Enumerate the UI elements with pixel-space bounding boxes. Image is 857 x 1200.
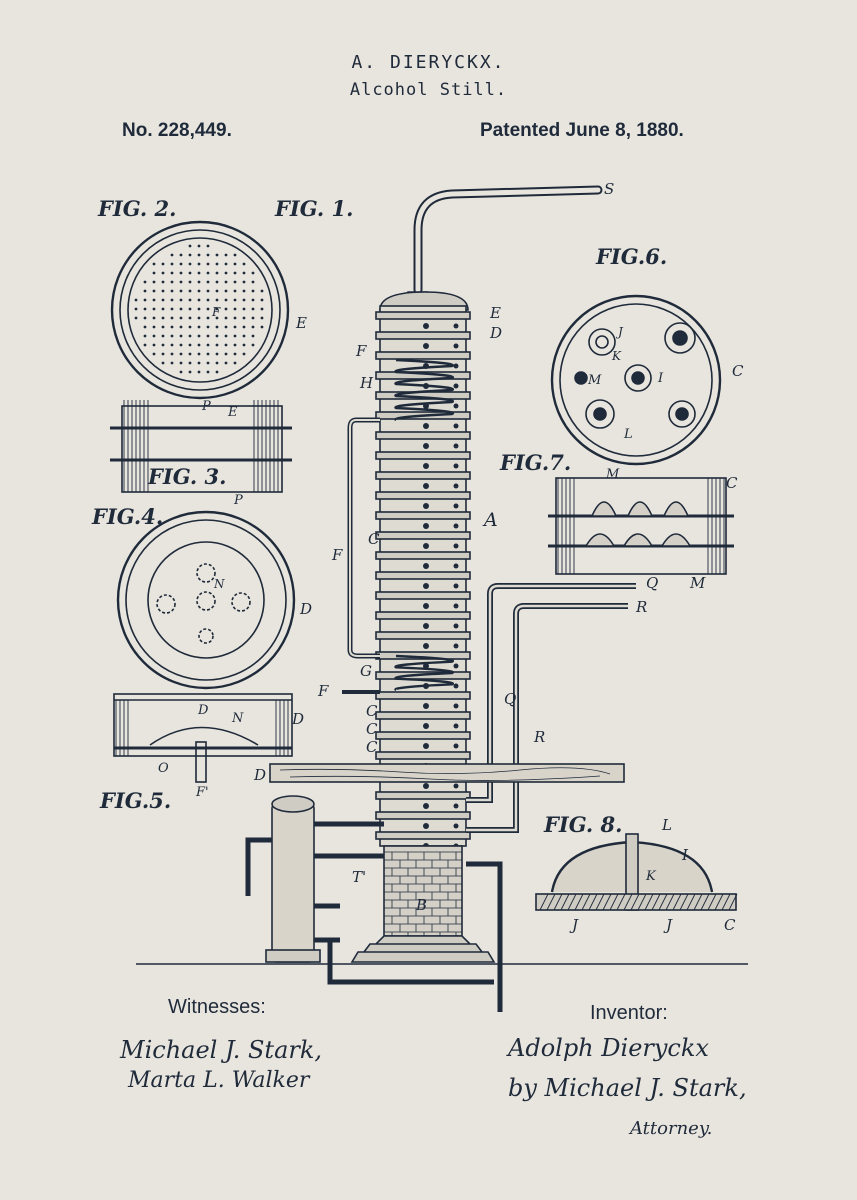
ref-i-fig6: I (657, 371, 664, 386)
ref-l-fig8: L (661, 816, 672, 834)
ref-d-floor: D (253, 766, 266, 784)
fig2-perforated-plate-drawing (110, 220, 290, 400)
fig5-label: FIG.5. (99, 788, 171, 813)
ref-i-fig8: I (681, 846, 689, 864)
witness-signature-2: Marta L. Walker (128, 1068, 310, 1093)
fig4-label: FIG.4. (91, 504, 163, 529)
fig2-label: FIG. 2. (97, 196, 176, 221)
ref-j-fig6: J (615, 325, 624, 339)
ref-k-fig8: K (645, 869, 657, 884)
ref-s: S (604, 180, 614, 198)
ref-c-3: C (366, 738, 378, 756)
ref-r-end: R (635, 598, 647, 616)
ref-m-fig7: M (605, 467, 620, 482)
ref-f-fig2: F (211, 305, 221, 319)
attorney-by-signature: by Michael J. Stark, (508, 1074, 747, 1102)
ref-d-fig1: D (489, 324, 502, 342)
ref-c-fig6: C (732, 362, 744, 380)
patent-date: Patented June 8, 1880. (480, 120, 684, 141)
ref-q-fig1: Q (504, 690, 516, 708)
fig4-disc-drawing (116, 510, 296, 690)
inventor-signature: Adolph Dieryckx (508, 1034, 709, 1062)
ref-m-fig7-bottom: M (689, 574, 706, 592)
ref-j-fig8-left: J (569, 916, 579, 934)
ref-b: B (415, 896, 427, 914)
ref-f-mid: F (331, 546, 343, 564)
patent-number: No. 228,449. (122, 120, 232, 141)
ref-p-fig3-bottom: P (233, 493, 243, 508)
ref-a: A (482, 509, 498, 531)
inventor-label: Inventor: (590, 1002, 668, 1024)
ref-c-1: C (366, 702, 378, 720)
ref-c-fig1: C (368, 530, 380, 548)
fig1-label: FIG. 1. (274, 196, 353, 221)
ref-n-fig4: N (213, 577, 225, 591)
ref-q-end: Q (646, 574, 658, 592)
fig8-cap-detail-drawing (535, 833, 738, 911)
fig6-cap-plate-drawing (550, 294, 722, 466)
ref-f-low: F (317, 682, 329, 700)
attorney-label: Attorney. (630, 1118, 713, 1139)
fig3-plate-section-drawing (110, 400, 292, 493)
ref-c-fig8: C (724, 916, 736, 934)
ref-d-fig5: D (197, 703, 209, 718)
patent-title: Alcohol Still. (349, 80, 508, 100)
ref-e-fig2: E (295, 314, 307, 332)
ref-c-fig7: C (726, 474, 738, 492)
ref-c-2: C (366, 720, 378, 738)
ref-k-fig6: K (611, 349, 622, 363)
ref-h: H (359, 374, 374, 392)
fig3-label: FIG. 3. (147, 464, 226, 489)
ref-n-fig5: N (231, 711, 244, 726)
fig7-label: FIG.7. (499, 450, 571, 475)
fig5-base-section-drawing (113, 693, 293, 783)
ref-p-fig3: P (201, 399, 211, 414)
witness-signature-1: Michael J. Stark, (120, 1036, 323, 1064)
fig8-label: FIG. 8. (543, 812, 622, 837)
inventor-name-heading: A. DIERYCKX. (351, 52, 506, 73)
ref-f-prime: F' (195, 785, 209, 800)
ref-o-fig5: O (158, 761, 169, 776)
ref-d-fig5-right: D (291, 710, 304, 728)
ref-d-fig4: D (299, 600, 312, 618)
ref-j-fig8-right: J (663, 916, 673, 934)
ref-t: T' (352, 868, 366, 886)
ref-e-fig1: E (489, 304, 501, 322)
ref-r-fig1: R (533, 728, 545, 746)
fig1-column-still-drawing (136, 185, 748, 1012)
fig6-label: FIG.6. (595, 244, 667, 269)
ref-f-top: F (355, 342, 367, 360)
ref-m-fig6: M (587, 373, 602, 388)
ref-e-fig3: E (227, 405, 238, 420)
ref-l-fig6: L (623, 427, 633, 442)
witnesses-label: Witnesses: (168, 996, 266, 1018)
ref-g: G (360, 662, 372, 680)
fig7-tray-section-drawing (548, 477, 734, 575)
